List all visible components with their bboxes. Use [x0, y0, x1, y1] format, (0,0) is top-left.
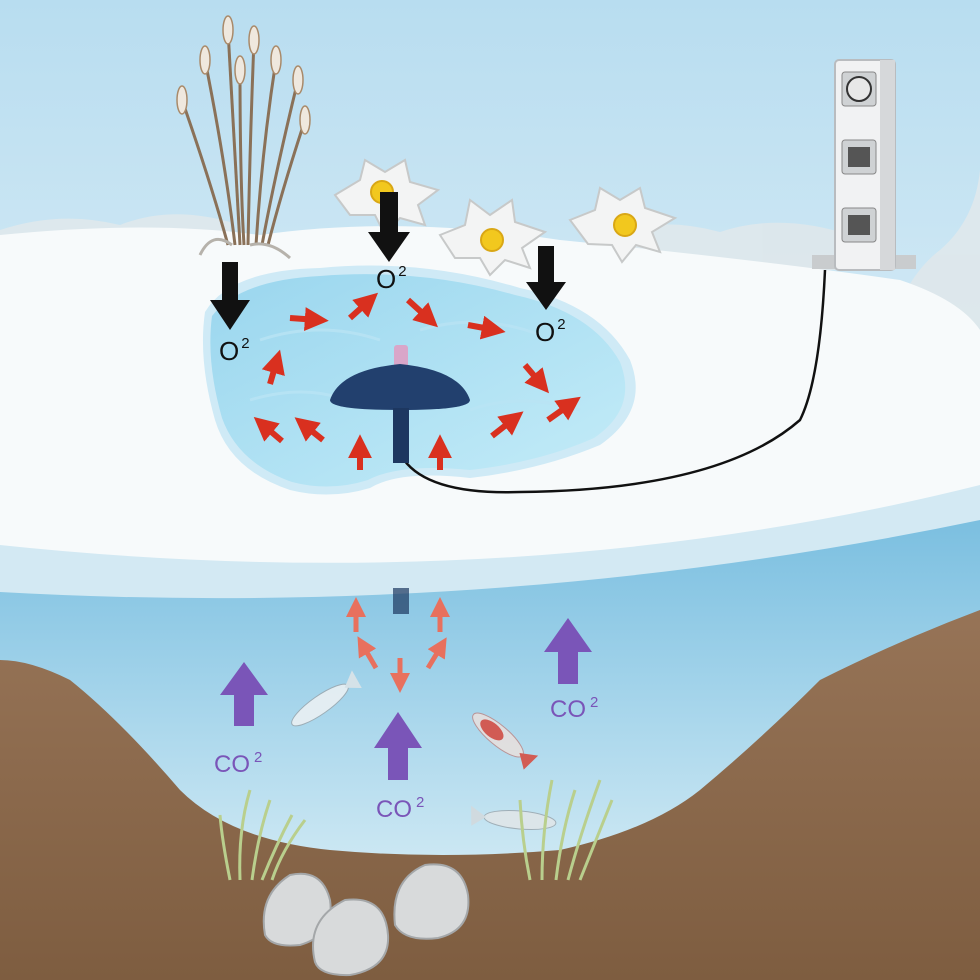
co2-label-left-sup: 2 [254, 749, 262, 766]
underwater-flow-arrows [346, 597, 450, 693]
ice-surface-edge [0, 480, 980, 599]
water-plant-icon [218, 779, 614, 881]
co2-label-center: CO [376, 796, 412, 823]
power-cable [402, 269, 827, 494]
o2-label-right: O [535, 317, 555, 347]
svg-text:O2: O2 [376, 263, 407, 294]
reed-heads [176, 15, 311, 135]
co2-arrow-center [374, 712, 422, 780]
stone-icon [262, 863, 470, 977]
circulation-arrows [253, 292, 581, 470]
o2-label-right-sup: 2 [557, 316, 565, 333]
co2-label-left: CO [214, 751, 250, 778]
power-post-icon [812, 59, 916, 271]
o2-label-center-sup: 2 [398, 263, 406, 280]
oxygen-arrow-left [210, 262, 250, 330]
oxygen-arrow-right [526, 246, 566, 310]
co2-label-center-sup: 2 [416, 794, 424, 811]
fish-koi [472, 712, 539, 770]
o2-label-left-sup: 2 [241, 335, 249, 352]
co2-arrow-right [544, 618, 592, 684]
o2-label-center: O [376, 264, 396, 294]
svg-text:O2: O2 [219, 335, 250, 366]
co2-arrow-left [220, 662, 268, 726]
svg-text:CO2: CO2 [550, 694, 598, 723]
svg-text:CO2: CO2 [376, 794, 424, 823]
oxygen-arrows [210, 192, 566, 330]
svg-text:CO2: CO2 [214, 749, 262, 778]
fish-white [291, 670, 362, 727]
fish-icon [291, 670, 557, 830]
reed-plant-icon [180, 29, 307, 260]
aerator-icon [330, 345, 470, 614]
co2-label-right: CO [550, 696, 586, 723]
co2-arrows [220, 618, 592, 780]
co2-label-right-sup: 2 [590, 694, 598, 711]
oxygen-arrow-center [368, 192, 410, 262]
underwater-basin [0, 520, 980, 855]
svg-text:O2: O2 [535, 316, 566, 347]
o2-label-left: O [219, 336, 239, 366]
